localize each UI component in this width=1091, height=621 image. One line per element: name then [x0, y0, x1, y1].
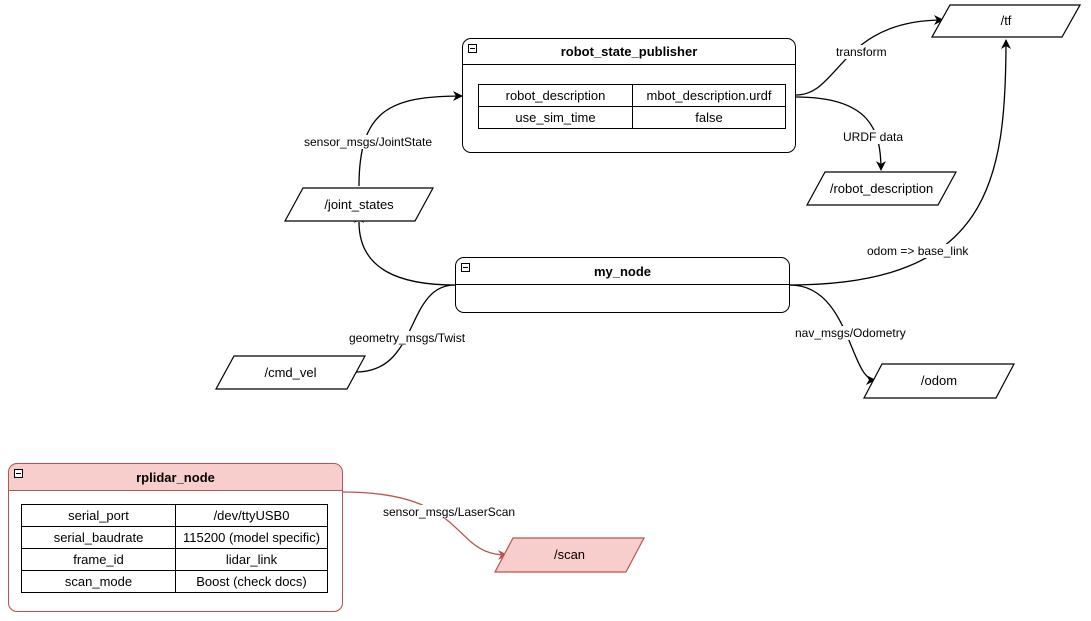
- param-value: Boost (check docs): [175, 570, 328, 593]
- table-row: serial_port /dev/ttyUSB0: [21, 504, 328, 527]
- table-row: scan_mode Boost (check docs): [21, 570, 328, 593]
- topic-tf[interactable]: /tf: [931, 4, 1081, 38]
- param-key: robot_description: [478, 84, 633, 107]
- topic-label: /odom: [920, 373, 958, 388]
- edge-label-odometry: nav_msgs/Odometry: [794, 326, 907, 340]
- topic-scan[interactable]: /scan: [494, 537, 645, 573]
- edge-laser-scan: [342, 491, 508, 560]
- node-header: robot_state_publisher: [463, 39, 795, 65]
- node-rplidar-node[interactable]: rplidar_node serial_port /dev/ttyUSB0 se…: [8, 463, 343, 612]
- collapse-icon[interactable]: [468, 44, 477, 53]
- table-row: use_sim_time false: [478, 106, 786, 129]
- edge-label-odom-base-link: odom => base_link: [866, 244, 970, 258]
- param-table: robot_description mbot_description.urdf …: [478, 84, 786, 129]
- node-header: my_node: [456, 258, 789, 285]
- topic-robot-description[interactable]: /robot_description: [806, 171, 957, 206]
- node-my-node[interactable]: my_node: [455, 257, 790, 313]
- node-robot-state-publisher[interactable]: robot_state_publisher robot_description …: [462, 38, 796, 153]
- param-key: serial_port: [21, 504, 176, 527]
- topic-joint-states[interactable]: /joint_states: [284, 187, 434, 222]
- node-title: robot_state_publisher: [560, 44, 698, 59]
- param-key: scan_mode: [21, 570, 176, 593]
- node-header: rplidar_node: [9, 464, 342, 491]
- topic-label: /robot_description: [829, 181, 934, 196]
- edge-label-joint-state: sensor_msgs/JointState: [303, 135, 434, 149]
- edge-label-laser-scan: sensor_msgs/LaserScan: [382, 505, 517, 519]
- edge-urdf-data: [795, 96, 886, 171]
- node-title: rplidar_node: [136, 470, 215, 485]
- topic-odom[interactable]: /odom: [863, 363, 1015, 399]
- topic-label: /cmd_vel: [264, 365, 317, 380]
- edge-label-twist: geometry_msgs/Twist: [348, 331, 467, 345]
- param-table: serial_port /dev/ttyUSB0 serial_baudrate…: [21, 504, 328, 593]
- param-value: /dev/ttyUSB0: [175, 504, 328, 527]
- param-key: serial_baudrate: [21, 526, 176, 549]
- edge-label-urdf-data: URDF data: [842, 130, 905, 144]
- param-value: lidar_link: [175, 548, 328, 571]
- collapse-icon[interactable]: [461, 263, 470, 272]
- collapse-icon[interactable]: [14, 469, 23, 478]
- edge-twist: [355, 284, 456, 373]
- param-key: use_sim_time: [478, 106, 633, 129]
- edge-joint-states-my-node: [354, 213, 456, 286]
- edge-label-transform: transform: [835, 45, 888, 59]
- topic-label: /scan: [553, 547, 586, 562]
- param-value: 115200 (model specific): [175, 526, 328, 549]
- edge-odom-base-link: [789, 39, 1011, 286]
- param-value: mbot_description.urdf: [632, 84, 786, 107]
- table-row: robot_description mbot_description.urdf: [478, 84, 786, 107]
- topic-label: /joint_states: [324, 197, 394, 212]
- param-key: frame_id: [21, 548, 176, 571]
- topic-cmd-vel[interactable]: /cmd_vel: [215, 355, 366, 390]
- node-title: my_node: [593, 264, 652, 279]
- table-row: frame_id lidar_link: [21, 548, 328, 571]
- param-value: false: [632, 106, 786, 129]
- edge-joint-state: [358, 91, 463, 187]
- table-row: serial_baudrate 115200 (model specific): [21, 526, 328, 549]
- topic-label: /tf: [1000, 13, 1012, 28]
